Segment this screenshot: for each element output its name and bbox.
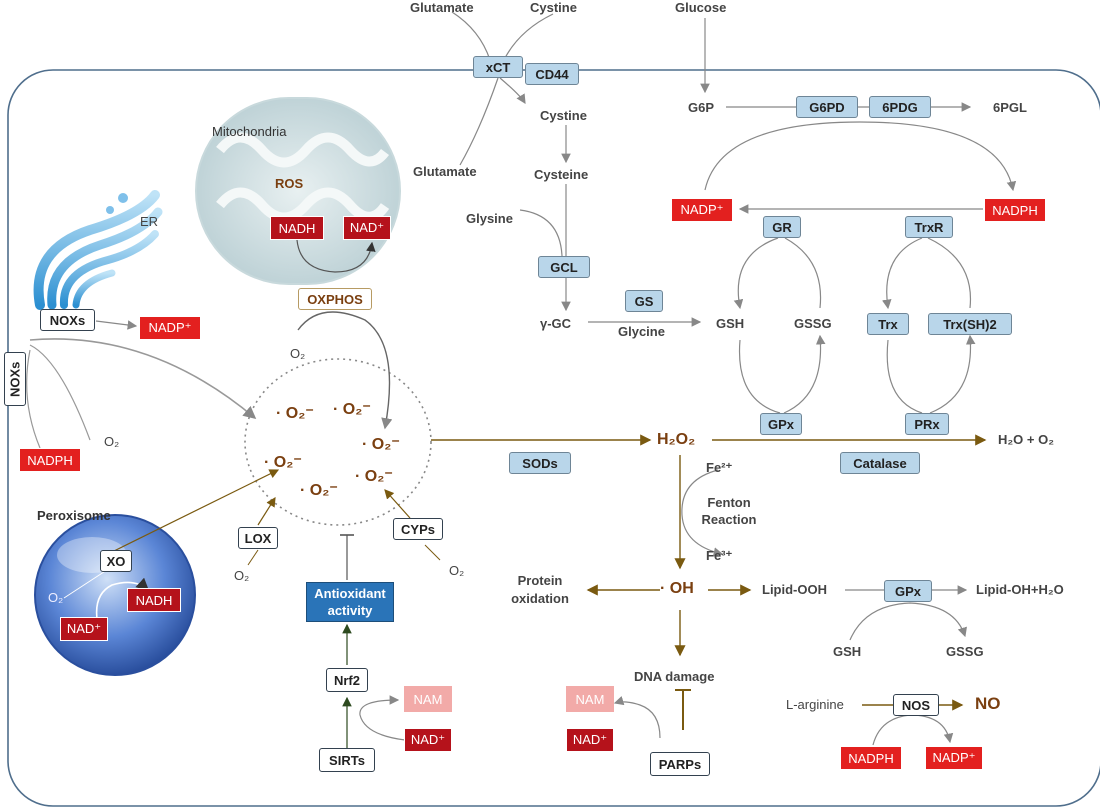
catalase-box: Catalase [840, 452, 920, 474]
nadp-plus-ppp: NADP⁺ [671, 198, 733, 222]
gssg-lipid-label: GSSG [946, 644, 984, 659]
protein-oxidation-label: Protein oxidation [511, 573, 569, 606]
o2-er-label: O₂ [104, 434, 120, 449]
trxr-box: TrxR [905, 216, 953, 238]
nadph-ppp: NADPH [984, 198, 1046, 222]
nam-parp: NAM [566, 686, 614, 712]
fenton-reaction-label: Fenton Reaction [701, 495, 757, 527]
hydroxyl-radical-label: · OH [660, 580, 694, 597]
sods-box: SODs [509, 452, 571, 474]
cystine-inside-label: Cystine [540, 108, 587, 123]
superoxide-radical: · O₂⁻ [355, 468, 393, 485]
trx-box: Trx [867, 313, 909, 335]
gpx-box: GPx [760, 413, 802, 435]
h2o2-label: H₂O₂ [657, 431, 696, 448]
nam-sirt: NAM [404, 686, 452, 712]
nadh-perox: NADH [127, 588, 181, 612]
oxphos-box: OXPHOS [298, 288, 372, 310]
superoxide-radical: · O₂⁻ [276, 405, 314, 422]
gcl-box: GCL [538, 256, 590, 278]
nad-plus-perox: NAD⁺ [60, 617, 108, 641]
glutamate-outside-label: Glutamate [410, 0, 474, 15]
cyps-box: CYPs [393, 518, 443, 540]
glycine-label: Glycine [618, 324, 665, 339]
lox-box: LOX [238, 527, 278, 549]
trx-sh2-box: Trx(SH)2 [928, 313, 1012, 335]
fe2-label: Fe²⁺ [706, 460, 733, 475]
superoxide-radical: · O₂⁻ [300, 482, 338, 499]
6pdg-box: 6PDG [869, 96, 931, 118]
prx-box: PRx [905, 413, 949, 435]
o2-mito-label: O₂ [290, 346, 306, 361]
dna-damage-label: DNA damage [634, 669, 715, 684]
nad-plus-mito: NAD⁺ [343, 216, 391, 240]
cysteine-label: Cysteine [534, 167, 589, 182]
gsh-label: GSH [716, 316, 745, 331]
superoxide-pool [244, 358, 432, 526]
nos-box: NOS [893, 694, 939, 716]
er-label: ER [140, 214, 159, 229]
gpx-lipid-box: GPx [884, 580, 932, 602]
sirts-box: SIRTs [319, 748, 375, 772]
er-shape [33, 190, 163, 310]
peroxisome-label: Peroxisome [37, 508, 111, 523]
fe3-label: Fe³⁺ [706, 548, 733, 563]
no-label: NO [975, 694, 1001, 713]
g6p-label: G6P [688, 100, 715, 115]
nadh-mito: NADH [270, 216, 324, 240]
o2-lox-label: O₂ [234, 568, 250, 583]
gssg-label: GSSG [794, 316, 832, 331]
nadp-plus-nos: NADP⁺ [925, 746, 983, 770]
nad-plus-parp: NAD⁺ [566, 728, 614, 752]
g6pd-box: G6PD [796, 96, 858, 118]
ros-label: ROS [275, 176, 304, 191]
xo-box: XO [100, 550, 132, 572]
xct-transporter: xCT [473, 56, 523, 78]
nadph-er: NADPH [19, 448, 81, 472]
mitochondria-label: Mitochondria [212, 124, 287, 139]
6pgl-label: 6PGL [993, 100, 1027, 115]
superoxide-radical: · O₂⁻ [264, 454, 302, 471]
noxs-side-box: NOXs [4, 352, 26, 406]
water-label: H₂O + O₂ [998, 432, 1054, 447]
o2-perox-label: O₂ [48, 590, 64, 605]
nadp-plus-er: NADP⁺ [139, 316, 201, 340]
antioxidant-activity-box: Antioxidant activity [306, 582, 394, 622]
glucose-label: Glucose [675, 0, 727, 15]
parps-box: PARPs [650, 752, 710, 776]
cystine-outside-label: Cystine [530, 0, 577, 15]
glysine-label: Glysine [466, 211, 513, 226]
lipid-ooh-label: Lipid-OOH [762, 582, 827, 597]
gr-box: GR [763, 216, 801, 238]
glutamate-inside-label: Glutamate [413, 164, 477, 179]
lipid-oh-label: Lipid-OH+H₂O [976, 582, 1064, 597]
l-arginine-label: L-arginine [786, 697, 844, 712]
o2-cyps-label: O₂ [449, 563, 465, 578]
gs-box: GS [625, 290, 663, 312]
nrf2-box: Nrf2 [326, 668, 368, 692]
noxs-top-box: NOXs [40, 309, 95, 331]
gamma-gc-label: γ-GC [540, 316, 572, 331]
nadph-nos: NADPH [840, 746, 902, 770]
nad-plus-sirt: NAD⁺ [404, 728, 452, 752]
cd44-box: CD44 [525, 63, 579, 85]
gsh-lipid-label: GSH [833, 644, 862, 659]
superoxide-radical: · O₂⁻ [333, 401, 371, 418]
superoxide-radical: · O₂⁻ [362, 436, 400, 453]
